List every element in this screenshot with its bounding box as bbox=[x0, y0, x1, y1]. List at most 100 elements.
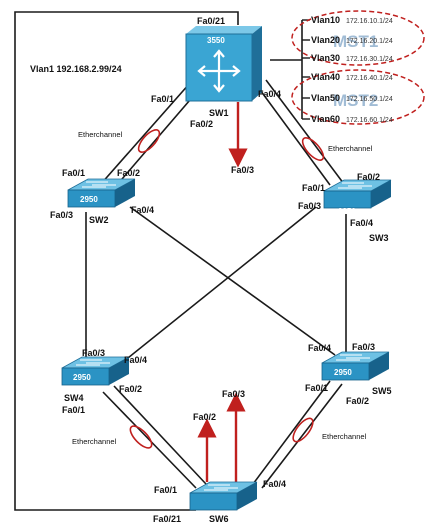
sw1-side-face bbox=[252, 26, 262, 101]
vlan30-name: Vlan30 bbox=[311, 53, 340, 63]
sw5-model: 2950 bbox=[334, 368, 352, 377]
vlan20-ip: 172.16.20.1/24 bbox=[346, 38, 393, 45]
sw2-side-face bbox=[115, 179, 135, 207]
sw1-port-fa04: Fa0/4 bbox=[258, 89, 281, 99]
link-sw1-sw2-a bbox=[99, 82, 191, 186]
sw2-front-face bbox=[67, 189, 116, 208]
sw1-port-fa021: Fa0/21 bbox=[197, 16, 225, 26]
sw1-multilayer-switch: 3550 bbox=[185, 26, 262, 102]
link-sw5-sw6-b bbox=[261, 383, 343, 489]
sw3-port-fa01: Fa0/1 bbox=[302, 183, 325, 193]
sw1-model: 3550 bbox=[207, 36, 225, 45]
mst1-region bbox=[291, 10, 425, 66]
sw2-port-fa02: Fa0/2 bbox=[117, 168, 140, 178]
sw2-port-fa04: Fa0/4 bbox=[131, 205, 154, 215]
mst2-label: MST2 bbox=[333, 91, 378, 110]
sw4-front-face bbox=[61, 367, 110, 386]
sw6-name: SW6 bbox=[209, 514, 229, 524]
sw6-front-face bbox=[189, 492, 238, 511]
sw1-top-face bbox=[186, 26, 262, 34]
sw2-port-fa01: Fa0/1 bbox=[62, 168, 85, 178]
vlan10-ip: 172.16.10.1/24 bbox=[346, 18, 393, 25]
etherchannel-ellipse-sw1-sw3 bbox=[301, 137, 325, 161]
sw4-port-fa01: Fa0/1 bbox=[62, 405, 85, 415]
etherchannel-markers bbox=[129, 129, 325, 449]
sw4-port-fa04: Fa0/4 bbox=[124, 355, 147, 365]
vlan40-name: Vlan40 bbox=[311, 72, 340, 82]
sw3-port-fa04: Fa0/4 bbox=[350, 218, 373, 228]
switch-arrows-icon bbox=[76, 359, 110, 366]
router-arrows-icon bbox=[197, 49, 241, 93]
vlan-list: Vlan10 172.16.10.1/24 Vlan20 172.16.20.1… bbox=[311, 15, 393, 124]
sw2-port-fa03: Fa0/3 bbox=[50, 210, 73, 220]
sw1-port-fa01: Fa0/1 bbox=[151, 94, 174, 104]
sw6-port-fa03: Fa0/3 bbox=[222, 389, 245, 399]
sw4-port-fa03: Fa0/3 bbox=[82, 348, 105, 358]
etherchannel-label-sw4-sw6: Etherchannel bbox=[72, 437, 117, 446]
sw2-name: SW2 bbox=[89, 215, 109, 225]
sw3-port-fa02: Fa0/2 bbox=[357, 172, 380, 182]
sw5-port-fa04: Fa0/4 bbox=[308, 343, 331, 353]
sw5-port-fa01: Fa0/1 bbox=[305, 383, 328, 393]
vlan10-name: Vlan10 bbox=[311, 15, 340, 25]
etherchannel-label-sw1-sw2: Etherchannel bbox=[78, 130, 123, 139]
vlan-taps bbox=[270, 19, 310, 120]
link-sw1-sw3-b bbox=[265, 79, 345, 185]
sw3-port-fa03: Fa0/3 bbox=[298, 201, 321, 211]
sw5-front-face bbox=[321, 362, 370, 381]
etherchannel-ellipse-sw5-sw6 bbox=[292, 417, 314, 443]
sw5-port-fa03: Fa0/3 bbox=[352, 342, 375, 352]
sw1-mgmt-ip: Vlan1 192.168.2.99/24 bbox=[30, 64, 122, 74]
switch-arrows-icon bbox=[338, 182, 372, 189]
vlan60-name: Vlan60 bbox=[311, 114, 340, 124]
sw6-port-fa01: Fa0/1 bbox=[154, 485, 177, 495]
sw6-port-fa04: Fa0/4 bbox=[263, 479, 286, 489]
sw3-model: 2950 bbox=[338, 207, 356, 216]
sw5-port-fa02: Fa0/2 bbox=[346, 396, 369, 406]
sw4-name: SW4 bbox=[64, 393, 84, 403]
etherchannel-label-sw5-sw6: Etherchannel bbox=[322, 432, 367, 441]
link-sw4-sw6-b bbox=[113, 385, 207, 485]
sw4-side-face bbox=[109, 357, 129, 385]
mst1-label: MST1 bbox=[333, 32, 378, 51]
sw3-name: SW3 bbox=[369, 233, 389, 243]
links bbox=[14, 11, 347, 511]
sw1-port-fa02: Fa0/2 bbox=[190, 119, 213, 129]
mst-regions bbox=[291, 10, 425, 125]
sw3-switch: 2950 bbox=[323, 179, 392, 216]
etherchannel-label-sw1-sw3: Etherchannel bbox=[328, 144, 373, 153]
sw6-port-fa02: Fa0/2 bbox=[193, 412, 216, 422]
sw2-model: 2950 bbox=[80, 195, 98, 204]
switch-arrows-icon bbox=[82, 181, 116, 188]
vlan50-ip: 172.16.50.1/24 bbox=[346, 96, 393, 103]
link-sw1-fa021-sw6-fa021 bbox=[14, 11, 239, 511]
sw4-switch: 2950 bbox=[61, 356, 130, 386]
sw1-port-fa03: Fa0/3 bbox=[231, 165, 254, 175]
sw6-side-face bbox=[237, 482, 257, 510]
vlan30-ip: 172.16.30.1/24 bbox=[346, 56, 393, 63]
sw6-switch bbox=[189, 481, 258, 511]
sw4-model: 2950 bbox=[73, 373, 91, 382]
link-sw5-sw6-a bbox=[249, 380, 331, 489]
switch-arrows-icon bbox=[204, 484, 238, 491]
link-sw2-sw5 bbox=[129, 206, 336, 356]
sw2-switch: 2950 bbox=[67, 178, 136, 208]
sw4-port-fa02: Fa0/2 bbox=[119, 384, 142, 394]
etherchannel-ellipse-sw1-sw2 bbox=[137, 129, 161, 153]
link-sw1-sw3-a bbox=[254, 82, 331, 186]
link-sw4-sw6-a bbox=[102, 391, 197, 489]
blocked-port-arrows bbox=[197, 102, 248, 482]
vlan20-name: Vlan20 bbox=[311, 35, 340, 45]
sw6-port-fa021: Fa0/21 bbox=[153, 514, 181, 524]
vlan60-ip: 172.16.60.1/24 bbox=[346, 117, 393, 124]
sw5-name: SW5 bbox=[372, 386, 392, 396]
link-sw3-sw4 bbox=[117, 206, 317, 367]
sw5-switch: 2950 bbox=[321, 351, 390, 381]
sw3-side-face bbox=[371, 180, 391, 208]
sw1-name: SW1 bbox=[209, 108, 229, 118]
vlan50-name: Vlan50 bbox=[311, 93, 340, 103]
sw5-side-face bbox=[369, 352, 389, 380]
switch-arrows-icon bbox=[336, 354, 370, 361]
vlan40-ip: 172.16.40.1/24 bbox=[346, 75, 393, 82]
mst2-region bbox=[291, 69, 425, 125]
